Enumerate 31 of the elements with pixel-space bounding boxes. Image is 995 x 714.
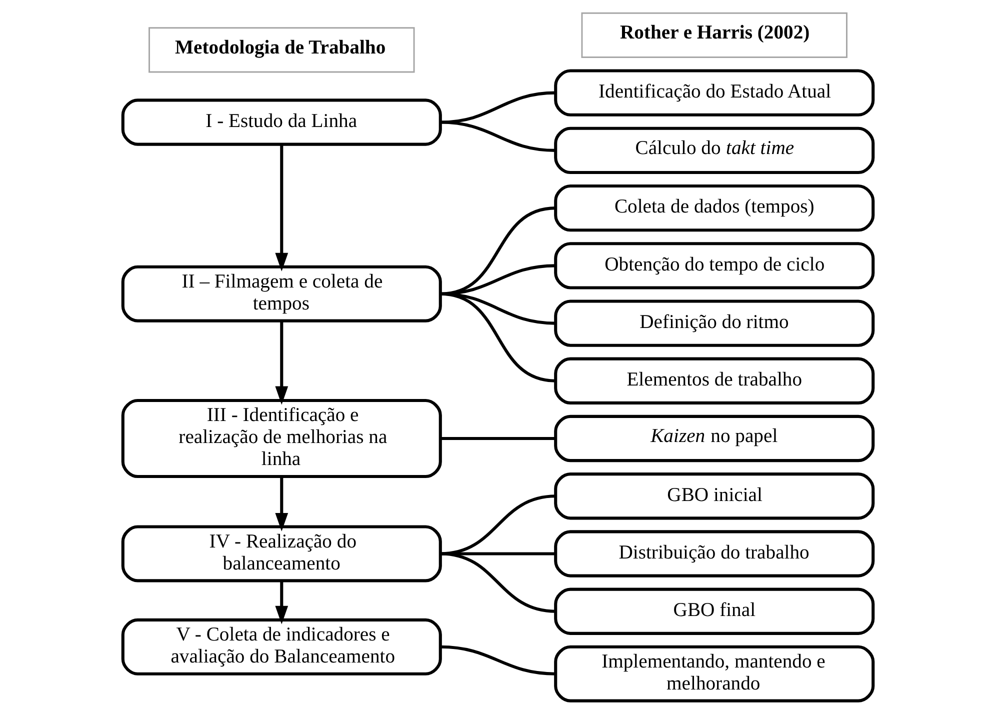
node-box: III - Identificação e realização de melhorias na linha: [120, 398, 442, 478]
connector: [440, 120, 556, 152]
connector: [440, 436, 556, 440]
connector: [440, 552, 556, 613]
connector: [440, 552, 556, 556]
node-box: Coleta de dados (tempos): [554, 184, 874, 232]
arrow: [274, 476, 288, 532]
node-box: V - Coleta de indicadores e avaliação do Balanceamento: [120, 618, 442, 676]
node-box: II – Filmagem e coleta de tempos: [120, 265, 442, 322]
connector: [440, 645, 556, 676]
arrow: [274, 320, 288, 405]
arrow: [274, 581, 288, 624]
node-box: I - Estudo da Linha: [120, 98, 442, 146]
connector: [440, 292, 556, 382]
node-box: IV - Realização do balanceamento: [120, 525, 442, 582]
node-box: Cálculo do takt time: [554, 126, 874, 174]
node-box: Rother e Harris (2002): [580, 12, 847, 58]
connector: [440, 206, 556, 296]
node-box: GBO final: [554, 588, 874, 635]
node-box: Distribuição do trabalho: [554, 530, 874, 578]
node-box: Obtenção do tempo de ciclo: [554, 242, 874, 290]
arrow: [274, 144, 288, 272]
node-box: Elementos de trabalho: [554, 357, 874, 404]
node-box: Implementando, mantendo e melhorando: [554, 645, 874, 702]
node-box: GBO inicial: [554, 472, 874, 520]
node-box: Identificação do Estado Atual: [554, 69, 874, 116]
node-box: Definição do ritmo: [554, 300, 874, 347]
connector: [440, 91, 556, 124]
node-box: Kaizen no papel: [554, 414, 874, 462]
node-box: Metodologia de Trabalho: [148, 27, 414, 73]
connector: [440, 494, 556, 556]
